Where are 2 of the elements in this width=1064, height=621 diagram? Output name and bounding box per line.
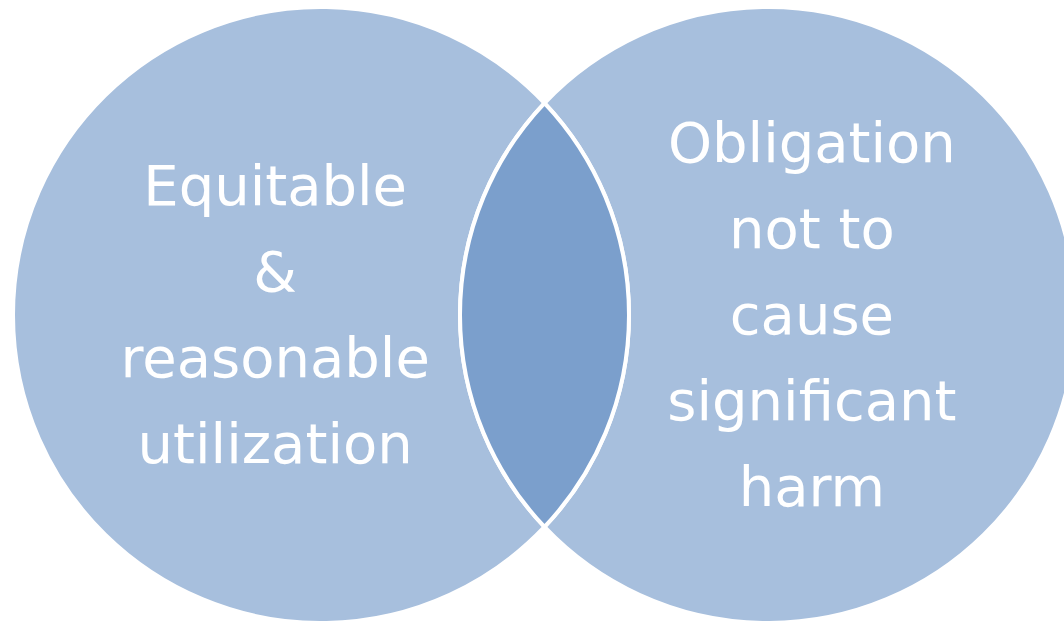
- circle-label: Equitable & reasonable utilization: [119, 152, 431, 478]
- circle-label: Obligation not to cause significant harm: [666, 109, 958, 521]
